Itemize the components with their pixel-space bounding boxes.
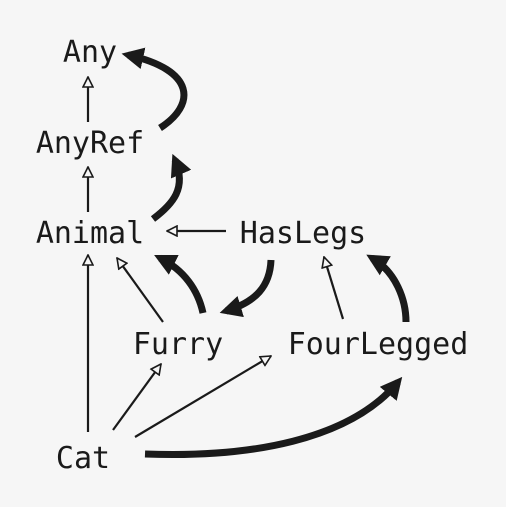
node-fourlegged: FourLegged — [288, 327, 469, 362]
edge-cat-to-fourlegged — [134, 355, 271, 438]
linearization-furry-to-animal — [154, 254, 207, 314]
linearization-animal-to-anyref — [150, 153, 192, 222]
linearization-fourlegged-to-haslegs — [366, 254, 410, 323]
linearization-cat-to-fourlegged — [144, 376, 403, 458]
edge-fourlegged-to-haslegs — [324, 257, 345, 320]
node-furry: Furry — [133, 327, 223, 362]
node-any: Any — [63, 35, 117, 70]
edge-furry-to-animal — [117, 258, 164, 323]
linearization-anyref-to-any — [121, 47, 188, 131]
node-haslegs: HasLegs — [240, 216, 366, 251]
linearization-haslegs-to-furry — [219, 259, 275, 318]
node-animal: Animal — [36, 216, 144, 251]
node-cat: Cat — [56, 441, 110, 476]
edge-cat-to-furry — [112, 364, 161, 431]
node-anyref: AnyRef — [36, 126, 144, 161]
